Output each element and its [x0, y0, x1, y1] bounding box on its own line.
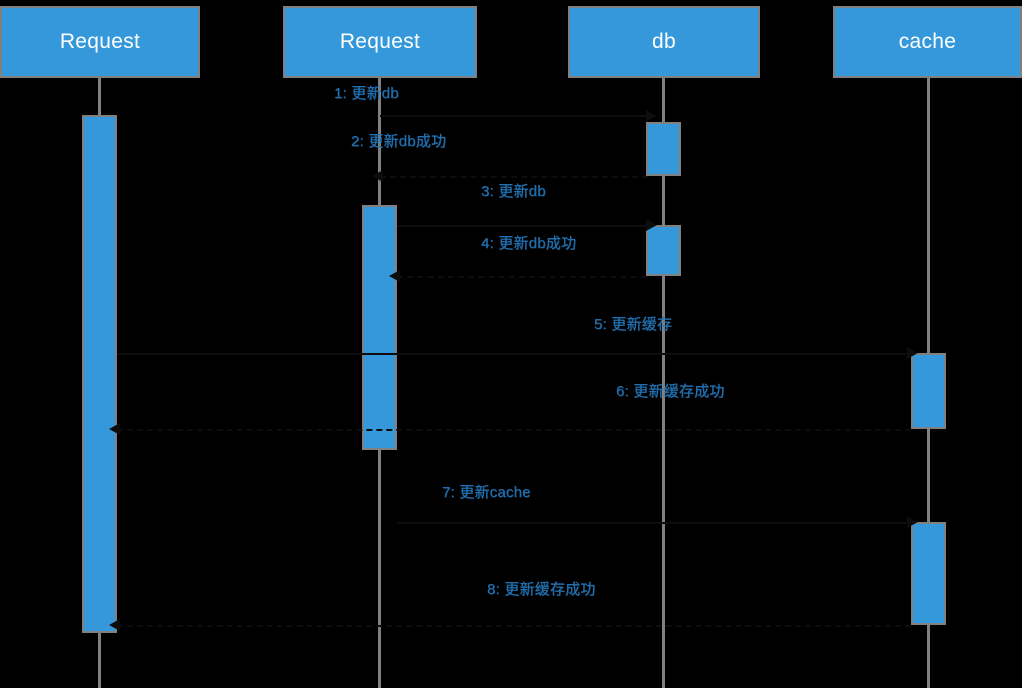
- participant-request-2[interactable]: Request: [283, 6, 477, 78]
- message-label-5: 5: 更新缓存: [594, 316, 673, 333]
- message-line-6: [117, 429, 911, 431]
- message-line-5: [117, 353, 911, 355]
- participant-request-1-label: Request: [59, 30, 141, 53]
- message-label-3: 3: 更新db: [481, 183, 546, 200]
- message-label-7: 7: 更新cache: [442, 484, 531, 501]
- participant-cache[interactable]: cache: [833, 6, 1022, 78]
- activation-cache-2: [911, 522, 946, 625]
- message-label-4: 4: 更新db成功: [481, 235, 577, 252]
- message-arrow-1: [646, 110, 657, 122]
- message-line-4: [397, 276, 647, 278]
- participant-request-1[interactable]: Request: [0, 6, 200, 78]
- activation-request-2: [362, 205, 397, 450]
- message-arrow-2: [372, 170, 383, 182]
- message-line-3: [397, 225, 647, 227]
- activation-cache-1: [911, 353, 946, 429]
- message-label-6: 6: 更新缓存成功: [616, 383, 725, 400]
- participant-db-label: db: [652, 30, 676, 53]
- message-arrow-5: [907, 347, 918, 359]
- message-line-2: [380, 176, 648, 178]
- message-arrow-8: [109, 619, 120, 631]
- message-label-1: 1: 更新db: [334, 85, 399, 102]
- activation-db-2: [646, 225, 681, 276]
- message-label-8: 8: 更新缓存成功: [487, 581, 596, 598]
- participant-db[interactable]: db: [568, 6, 760, 78]
- message-arrow-3: [646, 219, 657, 231]
- message-arrow-6: [109, 423, 120, 435]
- message-line-1: [380, 115, 650, 117]
- activation-request-1: [82, 115, 117, 633]
- participant-cache-label: cache: [898, 30, 957, 53]
- activation-db-1: [646, 122, 681, 176]
- lifeline-db: [662, 78, 665, 688]
- message-arrow-7: [907, 516, 918, 528]
- message-line-8: [117, 625, 911, 627]
- message-line-7: [397, 522, 911, 524]
- message-arrow-4: [389, 270, 400, 282]
- message-label-2: 2: 更新db成功: [351, 133, 447, 150]
- participant-request-2-label: Request: [339, 30, 421, 53]
